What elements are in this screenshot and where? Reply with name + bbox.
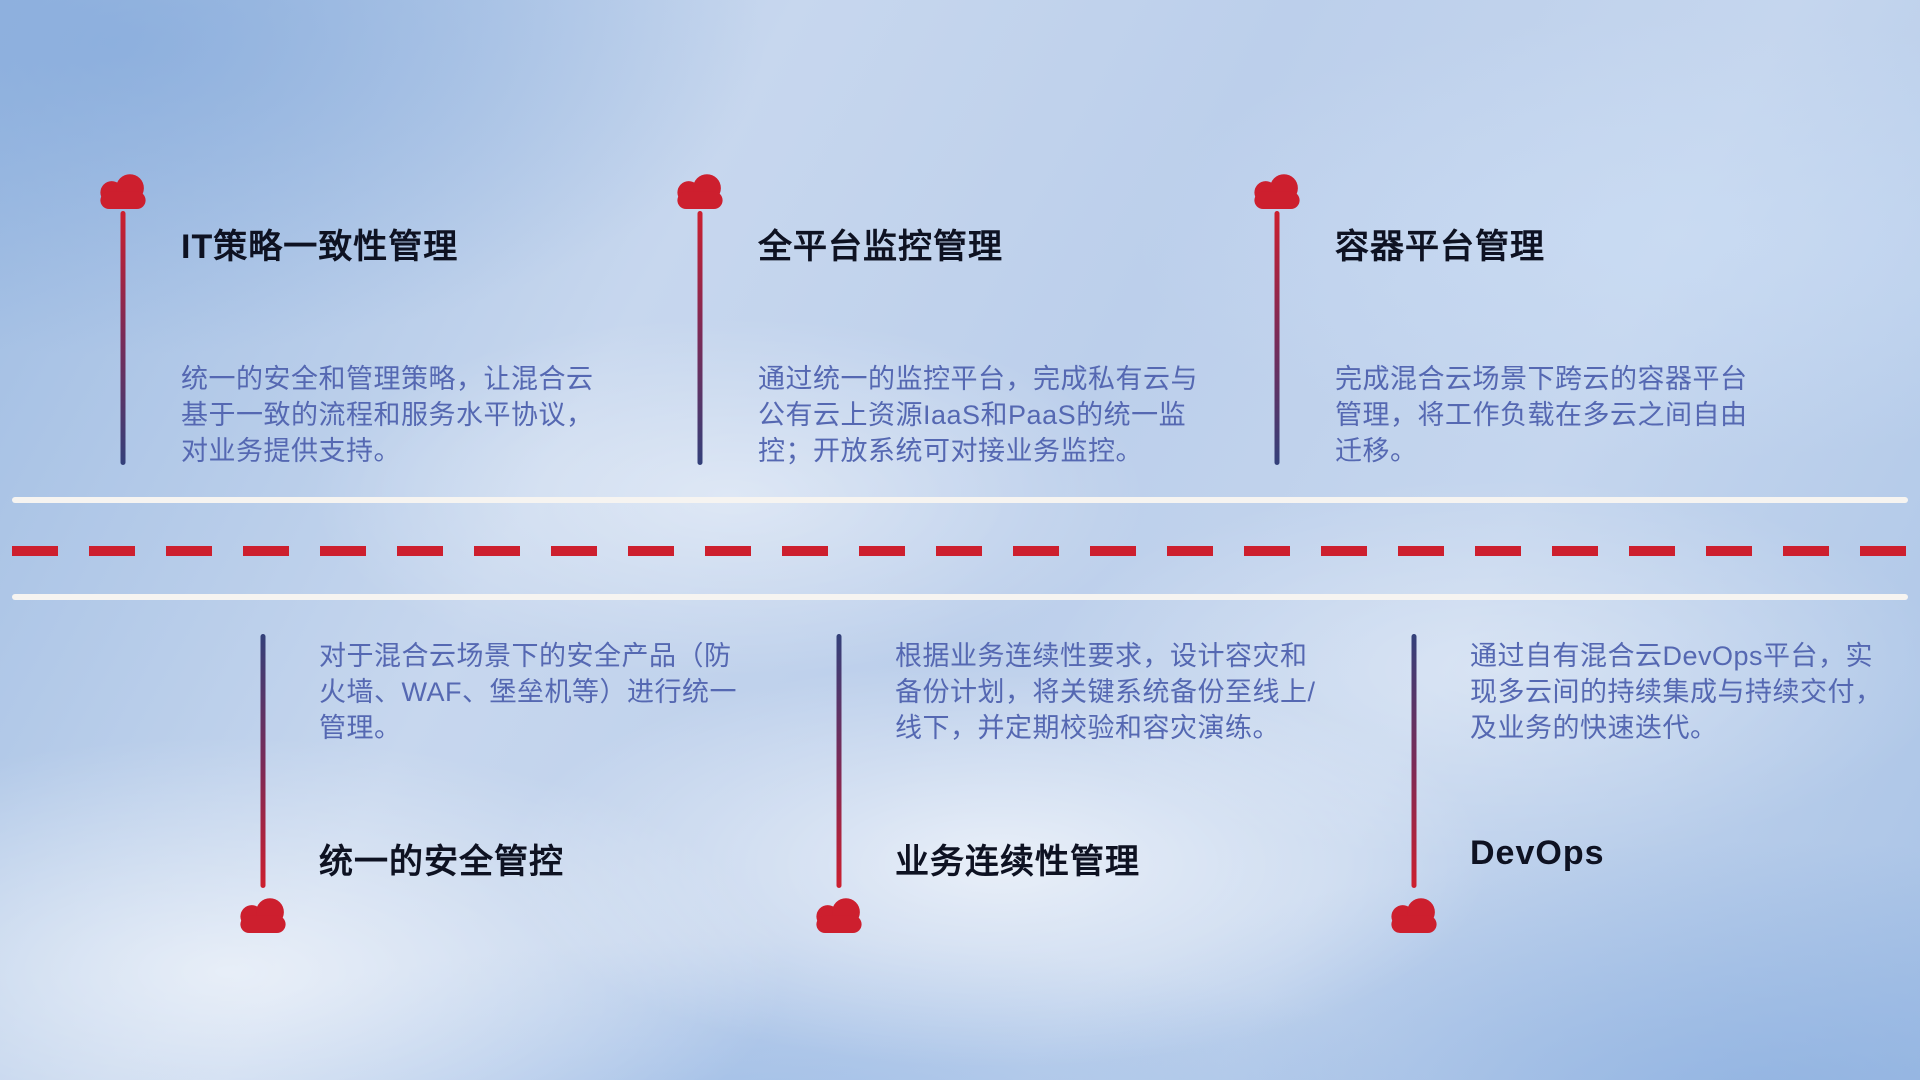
cloud-icon — [1249, 169, 1305, 209]
feature-title: 容器平台管理 — [1335, 228, 1545, 266]
feature-title: 统一的安全管控 — [319, 843, 564, 881]
connector-line — [697, 211, 703, 465]
connector-line — [1274, 211, 1280, 465]
cloud-icon — [235, 893, 291, 933]
feature-description: 通过统一的监控平台，完成私有云与公有云上资源IaaS和PaaS的统一监控；开放系… — [758, 364, 1198, 466]
road-edge-line-bottom — [12, 594, 1908, 600]
feature-description: 统一的安全和管理策略，让混合云基于一致的流程和服务水平协议，对业务提供支持。 — [181, 364, 594, 466]
feature-title: 业务连续性管理 — [895, 843, 1140, 881]
feature-description: 通过自有混合云DevOps平台，实现多云间的持续集成与持续交付，及业务的快速迭代… — [1470, 641, 1883, 743]
connector-line — [260, 634, 266, 888]
cloud-icon — [672, 169, 728, 209]
feature-title: DevOps — [1470, 834, 1605, 872]
feature-description: 对于混合云场景下的安全产品（防火墙、WAF、堡垒机等）进行统一管理。 — [319, 641, 737, 743]
connector-line — [1411, 634, 1417, 888]
dashed-center-line — [12, 546, 1908, 556]
connector-line — [836, 634, 842, 888]
connector-line — [120, 211, 126, 465]
feature-description: 根据业务连续性要求，设计容灾和备份计划，将关键系统备份至线上/线下，并定期校验和… — [895, 641, 1316, 743]
cloud-icon — [811, 893, 867, 933]
cloud-icon — [1386, 893, 1442, 933]
cloud-icon — [95, 169, 151, 209]
feature-title: IT策略一致性管理 — [181, 228, 459, 266]
road-edge-line-top — [12, 497, 1908, 503]
feature-title: 全平台监控管理 — [758, 228, 1003, 266]
feature-description: 完成混合云场景下跨云的容器平台管理，将工作负载在多云之间自由迁移。 — [1335, 364, 1748, 466]
